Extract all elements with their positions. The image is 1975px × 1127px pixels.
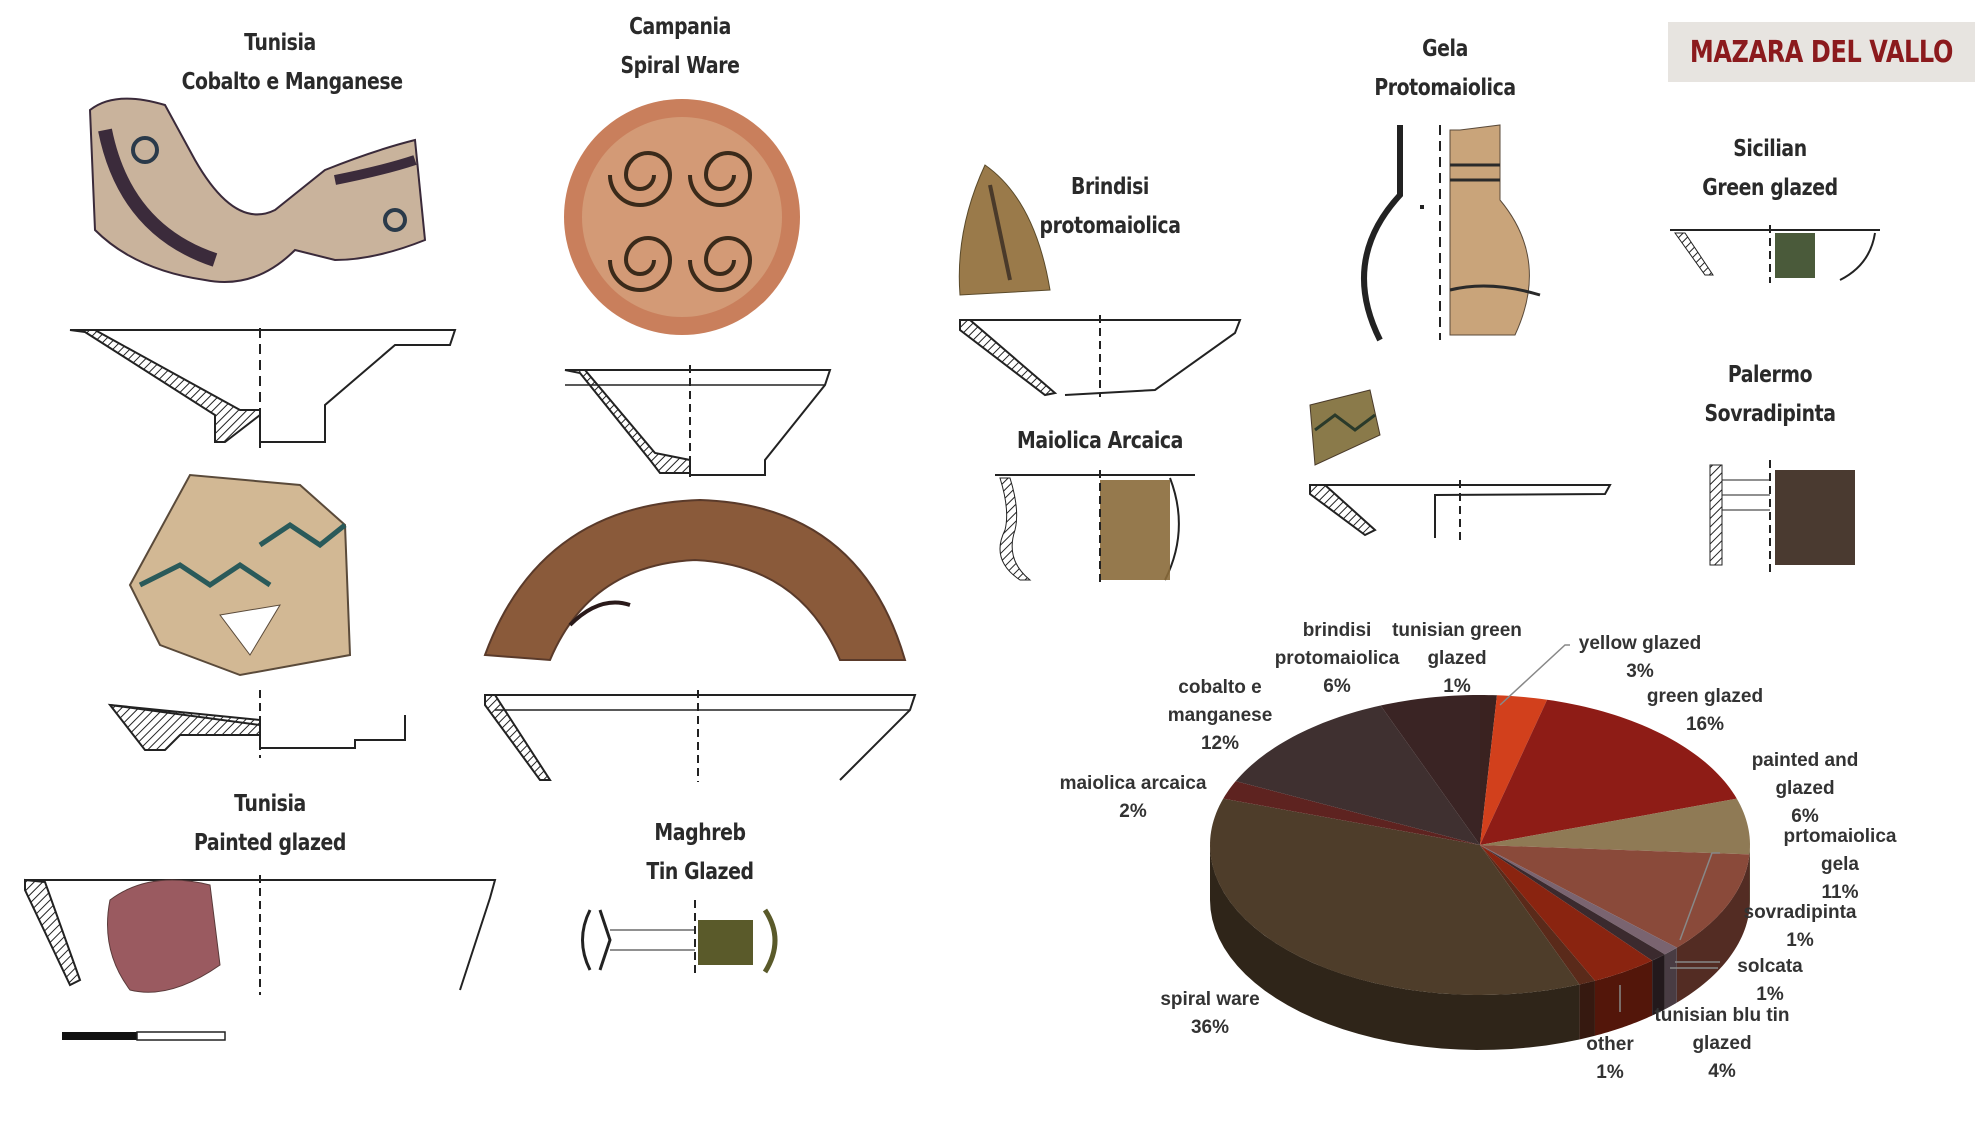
sherd-photo-gela-2 — [1309, 389, 1381, 466]
profile-drawing-campania-spiral-2 — [484, 690, 917, 782]
pie-slice-spiral-ware — [1210, 798, 1580, 995]
pie-leader-lines — [1499, 644, 1720, 1012]
profile-drawing-maghreb — [581, 900, 778, 978]
rim-photo-campania-spiral — [483, 498, 907, 662]
pie-side-sovradipinta — [1664, 947, 1677, 1010]
site-banner: MAZARA DEL VALLO — [1668, 22, 1975, 82]
pie-slice-other — [1480, 845, 1595, 985]
profile-drawing-sicilian — [1670, 225, 1880, 283]
profile-drawing-campania-spiral — [564, 365, 832, 477]
profile-drawing-palermo — [1709, 460, 1855, 572]
scale-bar — [62, 1031, 226, 1041]
pie-slice-painted-and-glazed — [1480, 798, 1750, 855]
site-banner-text: MAZARA DEL VALLO — [1689, 34, 1954, 70]
sherd-photo-tunisia-cobalto — [88, 97, 427, 283]
pie-slice-green-glazed — [1480, 699, 1737, 845]
pie-slice-tunisian-green-glazed — [1480, 695, 1497, 845]
profile-drawing-gela-2 — [1309, 480, 1612, 542]
pie-slice-prtomaiolica-gela — [1480, 845, 1750, 948]
pie-side-spiral-ware — [1210, 845, 1580, 1050]
pie-slice-brindisi-protomaiolica — [1380, 695, 1480, 845]
profile-drawing-maiolica-arcaica — [995, 470, 1195, 582]
pie-slice-cobalto-e-manganese — [1235, 705, 1480, 845]
pie-side-tunisian-blu-tin-glazed — [1594, 960, 1653, 1036]
profile-drawing-tunisia-cobalto — [69, 328, 457, 448]
pie-slice-solcata — [1480, 845, 1665, 961]
pie-side-prtomaiolica-gela — [1676, 854, 1750, 1003]
pie-slice-yellow-glazed — [1480, 695, 1548, 845]
pie-chart — [1210, 695, 1750, 1050]
sherd-photo-tunisia-cobalto-2 — [128, 473, 352, 677]
bowl-photo-campania-spiral — [564, 99, 800, 335]
pie-side-other — [1579, 980, 1595, 1040]
profile-drawing-gela — [1361, 124, 1541, 342]
sherd-photo-brindisi — [958, 164, 1051, 296]
profile-drawing-brindisi — [959, 315, 1242, 397]
pie-slice-sovradipinta — [1480, 845, 1677, 955]
pie-side-painted-and-glazed — [1749, 845, 1750, 910]
pie-slice-tunisian-blu-tin-glazed — [1480, 845, 1653, 981]
pie-slice-maiolica-arcaica — [1223, 781, 1480, 845]
pie-side-solcata — [1652, 954, 1665, 1016]
title-maiolica-arcaica: Maiolica Arcaica — [1017, 428, 1183, 454]
profile-photo-tunisia-painted — [24, 875, 497, 995]
profile-drawing-tunisia-cobalto-2 — [107, 690, 406, 758]
